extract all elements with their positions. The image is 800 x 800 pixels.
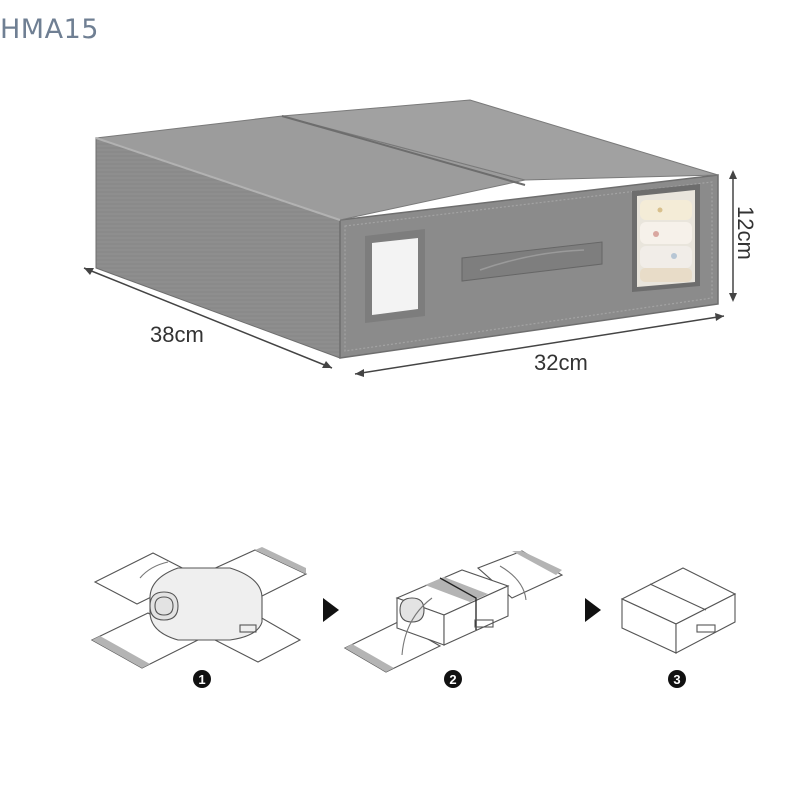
storage-box [95, 99, 719, 359]
step-badge-2: 2 [444, 670, 462, 688]
step-number-3: 3 [673, 672, 680, 687]
height-label: 12cm [733, 206, 758, 260]
step-number-2: 2 [449, 672, 456, 687]
label-window [365, 229, 425, 323]
step-badge-1: 1 [193, 670, 211, 688]
step-1-illustration [90, 547, 308, 669]
viewing-window [632, 184, 700, 292]
step-badge-3: 3 [668, 670, 686, 688]
box-handle [461, 241, 603, 282]
watermark-text: HMA15 [0, 14, 99, 45]
folding-instructions [90, 547, 737, 673]
step-3-illustration [620, 567, 737, 654]
dimension-lines [83, 170, 737, 377]
step-number-1: 1 [198, 672, 205, 687]
step-arrow-1 [323, 598, 339, 622]
step-2-illustration [343, 550, 564, 673]
depth-label: 38cm [150, 322, 204, 347]
step-arrow-2 [585, 598, 601, 622]
width-label: 32cm [534, 350, 588, 375]
lid-right-panel [281, 99, 719, 181]
